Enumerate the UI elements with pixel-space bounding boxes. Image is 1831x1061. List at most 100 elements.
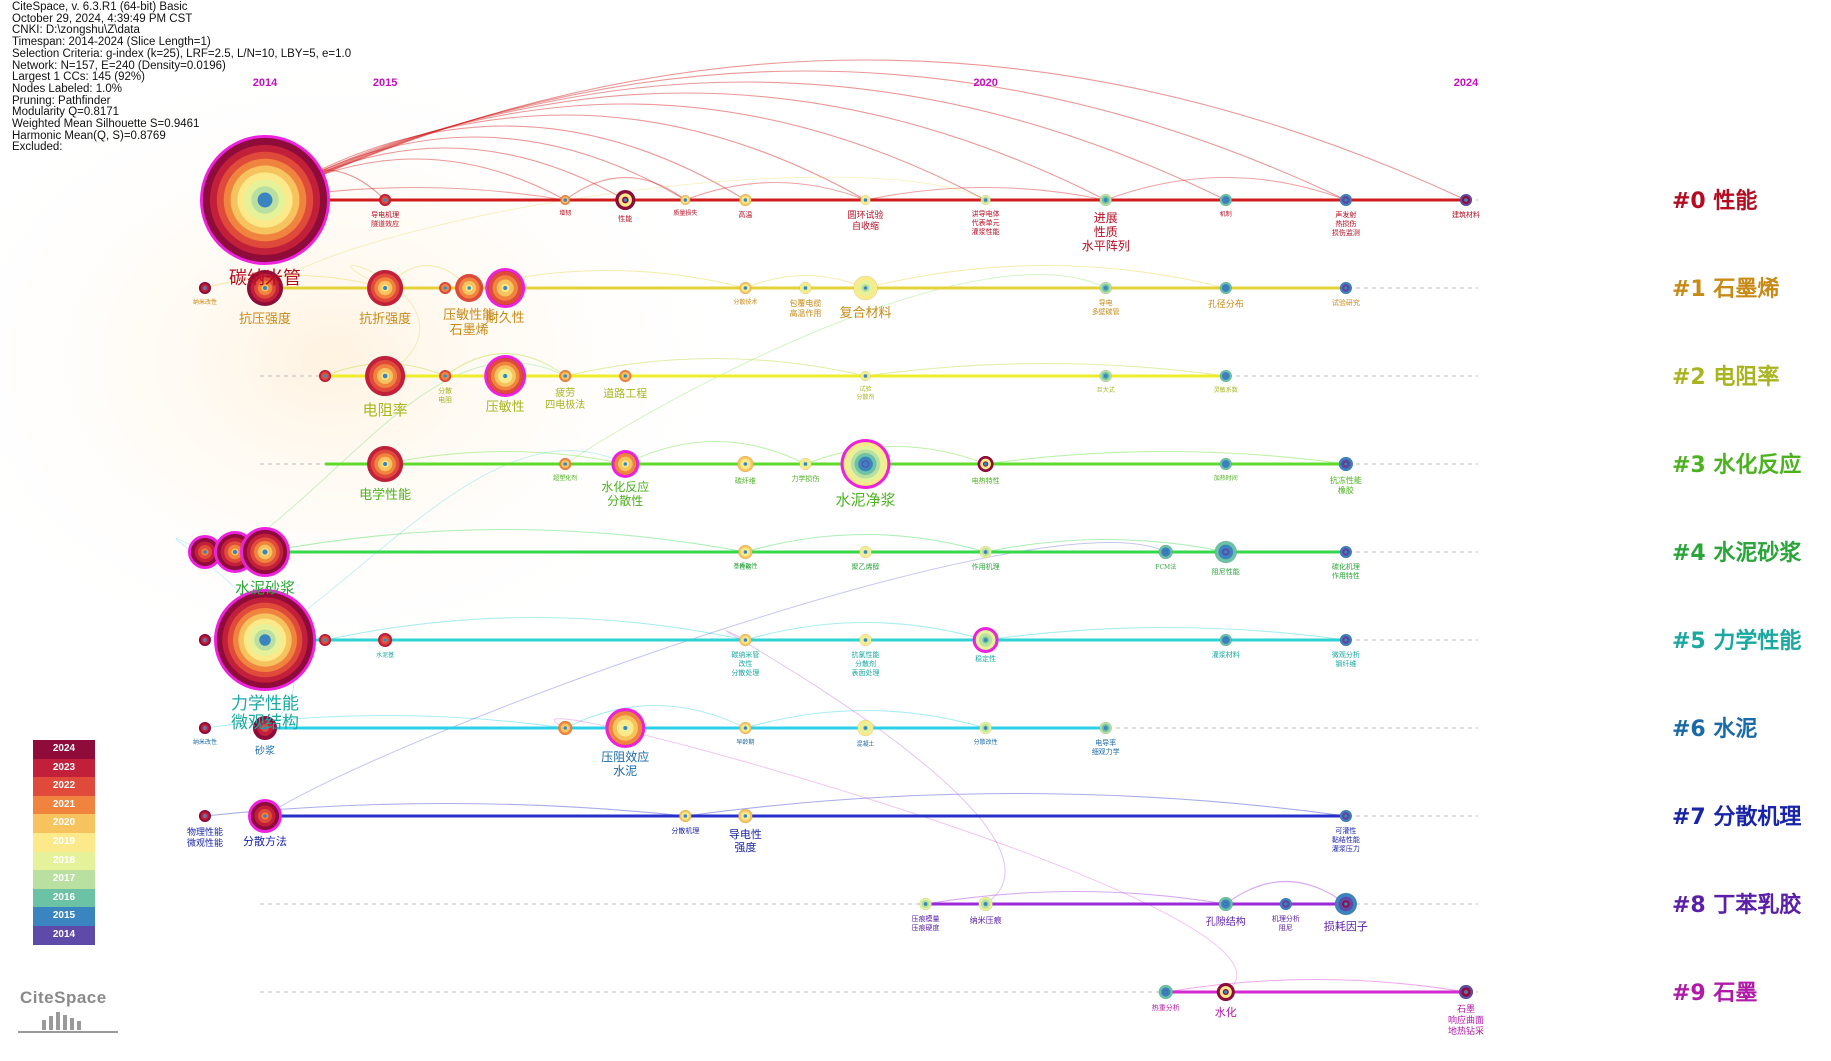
legend-year-2022: 2022	[33, 777, 95, 796]
node-core	[743, 814, 748, 818]
node-core	[203, 550, 207, 554]
node-core	[863, 374, 868, 378]
citation-arc	[865, 362, 1226, 377]
node-label: 水泥净浆	[835, 491, 895, 509]
citation-arc	[745, 533, 986, 553]
node-label: 导电	[1099, 298, 1113, 307]
keyword-nodes	[187, 135, 1474, 1002]
legend-year-2015: 2015	[33, 907, 95, 926]
node-core	[743, 462, 748, 466]
node-core	[1163, 550, 1168, 554]
node-core	[1344, 462, 1348, 466]
node-core	[743, 286, 748, 290]
node-label: 分散剂	[855, 659, 876, 668]
node-label: 抗氯性能	[852, 650, 880, 659]
node-label: 讲导电体	[972, 209, 1000, 218]
node-label: 代表单元	[972, 218, 1000, 227]
year-label-2024: 2024	[1454, 77, 1479, 89]
node-core	[1284, 902, 1288, 906]
node-core	[983, 550, 988, 554]
node-core	[257, 192, 273, 208]
node-core	[467, 286, 471, 290]
node-core	[382, 461, 388, 467]
node-label: 耐久性	[486, 311, 525, 326]
node-label: 分散机理	[671, 826, 699, 835]
node-label: 性质	[1094, 225, 1118, 239]
node-label: 抗折强度	[359, 311, 411, 327]
citation-arc	[685, 792, 1346, 817]
cluster-label-9: #9 石墨	[1672, 981, 1757, 1006]
citation-arc	[204, 274, 386, 289]
info-line: CNKI: D:\zongshu\Z\data	[12, 24, 140, 37]
node-label: 热重分析	[1152, 1003, 1180, 1012]
node-label: 灌浆性能	[972, 227, 1000, 236]
node-label: 阻尼性能	[1212, 567, 1240, 576]
citation-arc	[1105, 176, 1347, 201]
citation-arc	[564, 176, 686, 201]
node-core	[863, 726, 868, 730]
citespace-logo: CiteSpace	[14, 988, 124, 1044]
node-label: 道路工程	[603, 386, 647, 400]
node-label: 细观力学	[1092, 747, 1120, 756]
legend-year-2023: 2023	[33, 758, 95, 778]
node-label: 孔径分布	[1208, 298, 1244, 310]
legend-year-2017: 2017	[33, 870, 95, 889]
node-label: 包覆电缆	[789, 298, 821, 308]
node-label: 隧道效应	[371, 219, 399, 228]
info-line: Excluded:	[12, 141, 63, 154]
node-core	[232, 549, 238, 555]
node-core	[203, 638, 207, 642]
citation-arc	[264, 59, 1467, 201]
node-label: 导电机理	[371, 210, 399, 219]
node-label: 损耗因子	[1324, 919, 1368, 933]
node-label: 强度	[734, 840, 756, 854]
node-label: 作用特性	[1332, 571, 1360, 580]
node-label: 分散技术	[733, 298, 757, 306]
node-label: 石墨烯	[450, 323, 489, 338]
node-label: 力学性能	[231, 694, 299, 714]
node-core	[383, 638, 387, 642]
node-core	[323, 638, 327, 642]
node-label: 复合材料	[839, 306, 891, 321]
node-core	[443, 374, 447, 378]
cluster-label-4: #4 水泥砂浆	[1672, 540, 1802, 566]
info-line: Modularity Q=0.8171	[12, 106, 120, 119]
node-core	[1224, 198, 1228, 202]
node-core	[1103, 726, 1108, 730]
node-label: 砂浆	[255, 744, 275, 757]
citation-arc	[264, 70, 1347, 201]
node-core	[983, 902, 988, 906]
node-label: 早龄期	[736, 738, 754, 746]
node-core	[983, 638, 988, 642]
citation-arc	[564, 274, 1106, 465]
node-core	[1103, 374, 1108, 378]
node-label: 自收缩	[852, 220, 879, 232]
node-label: 抗冻性能	[1330, 475, 1362, 485]
node-label: 混凝土	[856, 740, 874, 748]
node-label: 抗压强度	[239, 311, 291, 327]
node-label: 多壁碳管	[1092, 307, 1120, 316]
node-core	[1224, 374, 1228, 378]
node-core	[863, 286, 868, 290]
node-label: 灌浆材料	[1212, 650, 1240, 659]
citation-arc	[264, 450, 626, 641]
info-line: Pruning: Pathfinder	[12, 94, 111, 107]
cluster-label-5: #5 力学性能	[1672, 628, 1801, 654]
legend-year-2016: 2016	[33, 888, 95, 908]
node-label: 分散性	[607, 493, 643, 508]
node-label: 试验	[859, 385, 871, 393]
node-core	[1344, 550, 1348, 554]
node-label: 高温作用	[789, 308, 821, 318]
node-label: 分散方法	[243, 834, 287, 848]
node-label: 水化	[1215, 1005, 1237, 1019]
cluster-label-3: #3 水化反应	[1672, 452, 1801, 478]
node-core	[263, 726, 267, 730]
node-core	[983, 726, 988, 730]
citation-arc	[264, 542, 1166, 817]
citation-arc	[565, 704, 746, 729]
node-label: 巨大式	[1097, 386, 1115, 394]
node-label: 分散剂	[856, 393, 874, 401]
legend-year-2014: 2014	[33, 925, 95, 945]
node-core	[1163, 990, 1168, 994]
